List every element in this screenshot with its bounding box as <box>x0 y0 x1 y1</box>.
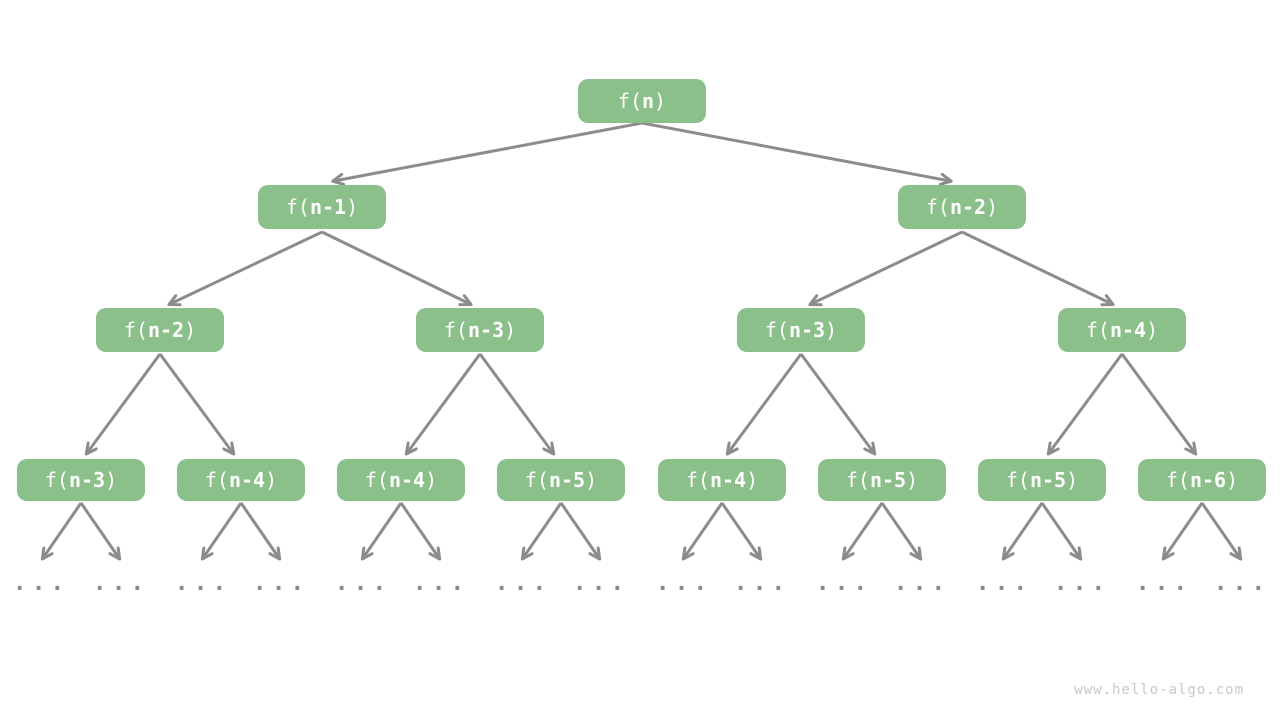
edge-l3-3-right <box>799 353 877 456</box>
ellipsis: ... <box>733 570 791 596</box>
tree-node-l3-2: f(n-3) <box>416 308 544 352</box>
node-label: f(n-1) <box>285 195 359 219</box>
node-label: f(n-4) <box>685 468 759 492</box>
edge-l3-2-left <box>404 353 482 456</box>
ellipsis: ... <box>412 570 470 596</box>
tree-node-l4-7: f(n-5) <box>978 459 1106 501</box>
edge-l3-4-left <box>1046 353 1124 456</box>
ellipsis: ... <box>815 570 873 596</box>
ellipsis: ... <box>1213 570 1271 596</box>
tree-node-l4-1: f(n-3) <box>17 459 145 501</box>
tree-node-l4-5: f(n-4) <box>658 459 786 501</box>
edge-root-left <box>331 121 643 186</box>
edge-l3-1-right <box>158 353 236 456</box>
tree-node-l4-3: f(n-4) <box>337 459 465 501</box>
edge-l4-2-right <box>239 502 282 561</box>
edge-l3-3-left <box>725 353 803 456</box>
node-label: f(n-4) <box>204 468 278 492</box>
edge-root-right <box>641 121 953 186</box>
node-label: f(n-3) <box>44 468 118 492</box>
edge-l4-8-left <box>1161 502 1204 561</box>
edge-l2-2-left <box>808 230 963 307</box>
edge-l4-2-left <box>200 502 243 561</box>
edge-l4-8-right <box>1200 502 1243 561</box>
edge-l3-2-right <box>478 353 556 456</box>
edge-l4-6-left <box>841 502 884 561</box>
node-label: f(n-6) <box>1165 468 1239 492</box>
tree-node-f-n-2: f(n-2) <box>898 185 1026 229</box>
node-label: f(n-5) <box>845 468 919 492</box>
ellipsis: ... <box>655 570 713 596</box>
ellipsis: ... <box>975 570 1033 596</box>
edge-l3-1-left <box>84 353 162 456</box>
tree-node-l4-6: f(n-5) <box>818 459 946 501</box>
edge-l4-7-left <box>1001 502 1044 561</box>
tree-node-f-n-1: f(n-1) <box>258 185 386 229</box>
edge-l2-2-right <box>961 230 1115 307</box>
node-label: f(n) <box>617 89 667 113</box>
node-label: f(n-2) <box>123 318 197 342</box>
tree-node-l3-4: f(n-4) <box>1058 308 1186 352</box>
edge-l3-4-right <box>1120 353 1198 456</box>
edge-l4-3-right <box>399 502 442 561</box>
edge-l2-1-left <box>167 230 323 307</box>
edge-l4-5-right <box>720 502 763 561</box>
node-label: f(n-5) <box>524 468 598 492</box>
ellipsis: ... <box>252 570 310 596</box>
node-label: f(n-4) <box>364 468 438 492</box>
node-label: f(n-4) <box>1085 318 1159 342</box>
ellipsis: ... <box>893 570 951 596</box>
ellipsis: ... <box>174 570 232 596</box>
ellipsis: ... <box>1053 570 1111 596</box>
edge-l4-6-right <box>880 502 923 561</box>
edge-l4-3-left <box>360 502 403 561</box>
edge-l4-1-left <box>40 502 83 561</box>
tree-node-l4-8: f(n-6) <box>1138 459 1266 501</box>
ellipsis: ... <box>572 570 630 596</box>
edge-l4-4-right <box>559 502 602 561</box>
node-label: f(n-3) <box>764 318 838 342</box>
node-label: f(n-5) <box>1005 468 1079 492</box>
tree-node-l3-1: f(n-2) <box>96 308 224 352</box>
tree-node-l4-2: f(n-4) <box>177 459 305 501</box>
node-label: f(n-3) <box>443 318 517 342</box>
edge-l2-1-right <box>321 230 473 307</box>
tree-node-f-n: f(n) <box>578 79 706 123</box>
watermark: www.hello-algo.com <box>1074 682 1244 698</box>
tree-node-l3-3: f(n-3) <box>737 308 865 352</box>
edge-l4-5-left <box>681 502 724 561</box>
ellipsis: ... <box>92 570 150 596</box>
ellipsis: ... <box>494 570 552 596</box>
edge-l4-4-left <box>520 502 563 561</box>
edge-l4-1-right <box>79 502 122 561</box>
tree-node-l4-4: f(n-5) <box>497 459 625 501</box>
node-label: f(n-2) <box>925 195 999 219</box>
edge-l4-7-right <box>1040 502 1083 561</box>
ellipsis: ... <box>1135 570 1193 596</box>
ellipsis: ... <box>334 570 392 596</box>
ellipsis: ... <box>12 570 70 596</box>
